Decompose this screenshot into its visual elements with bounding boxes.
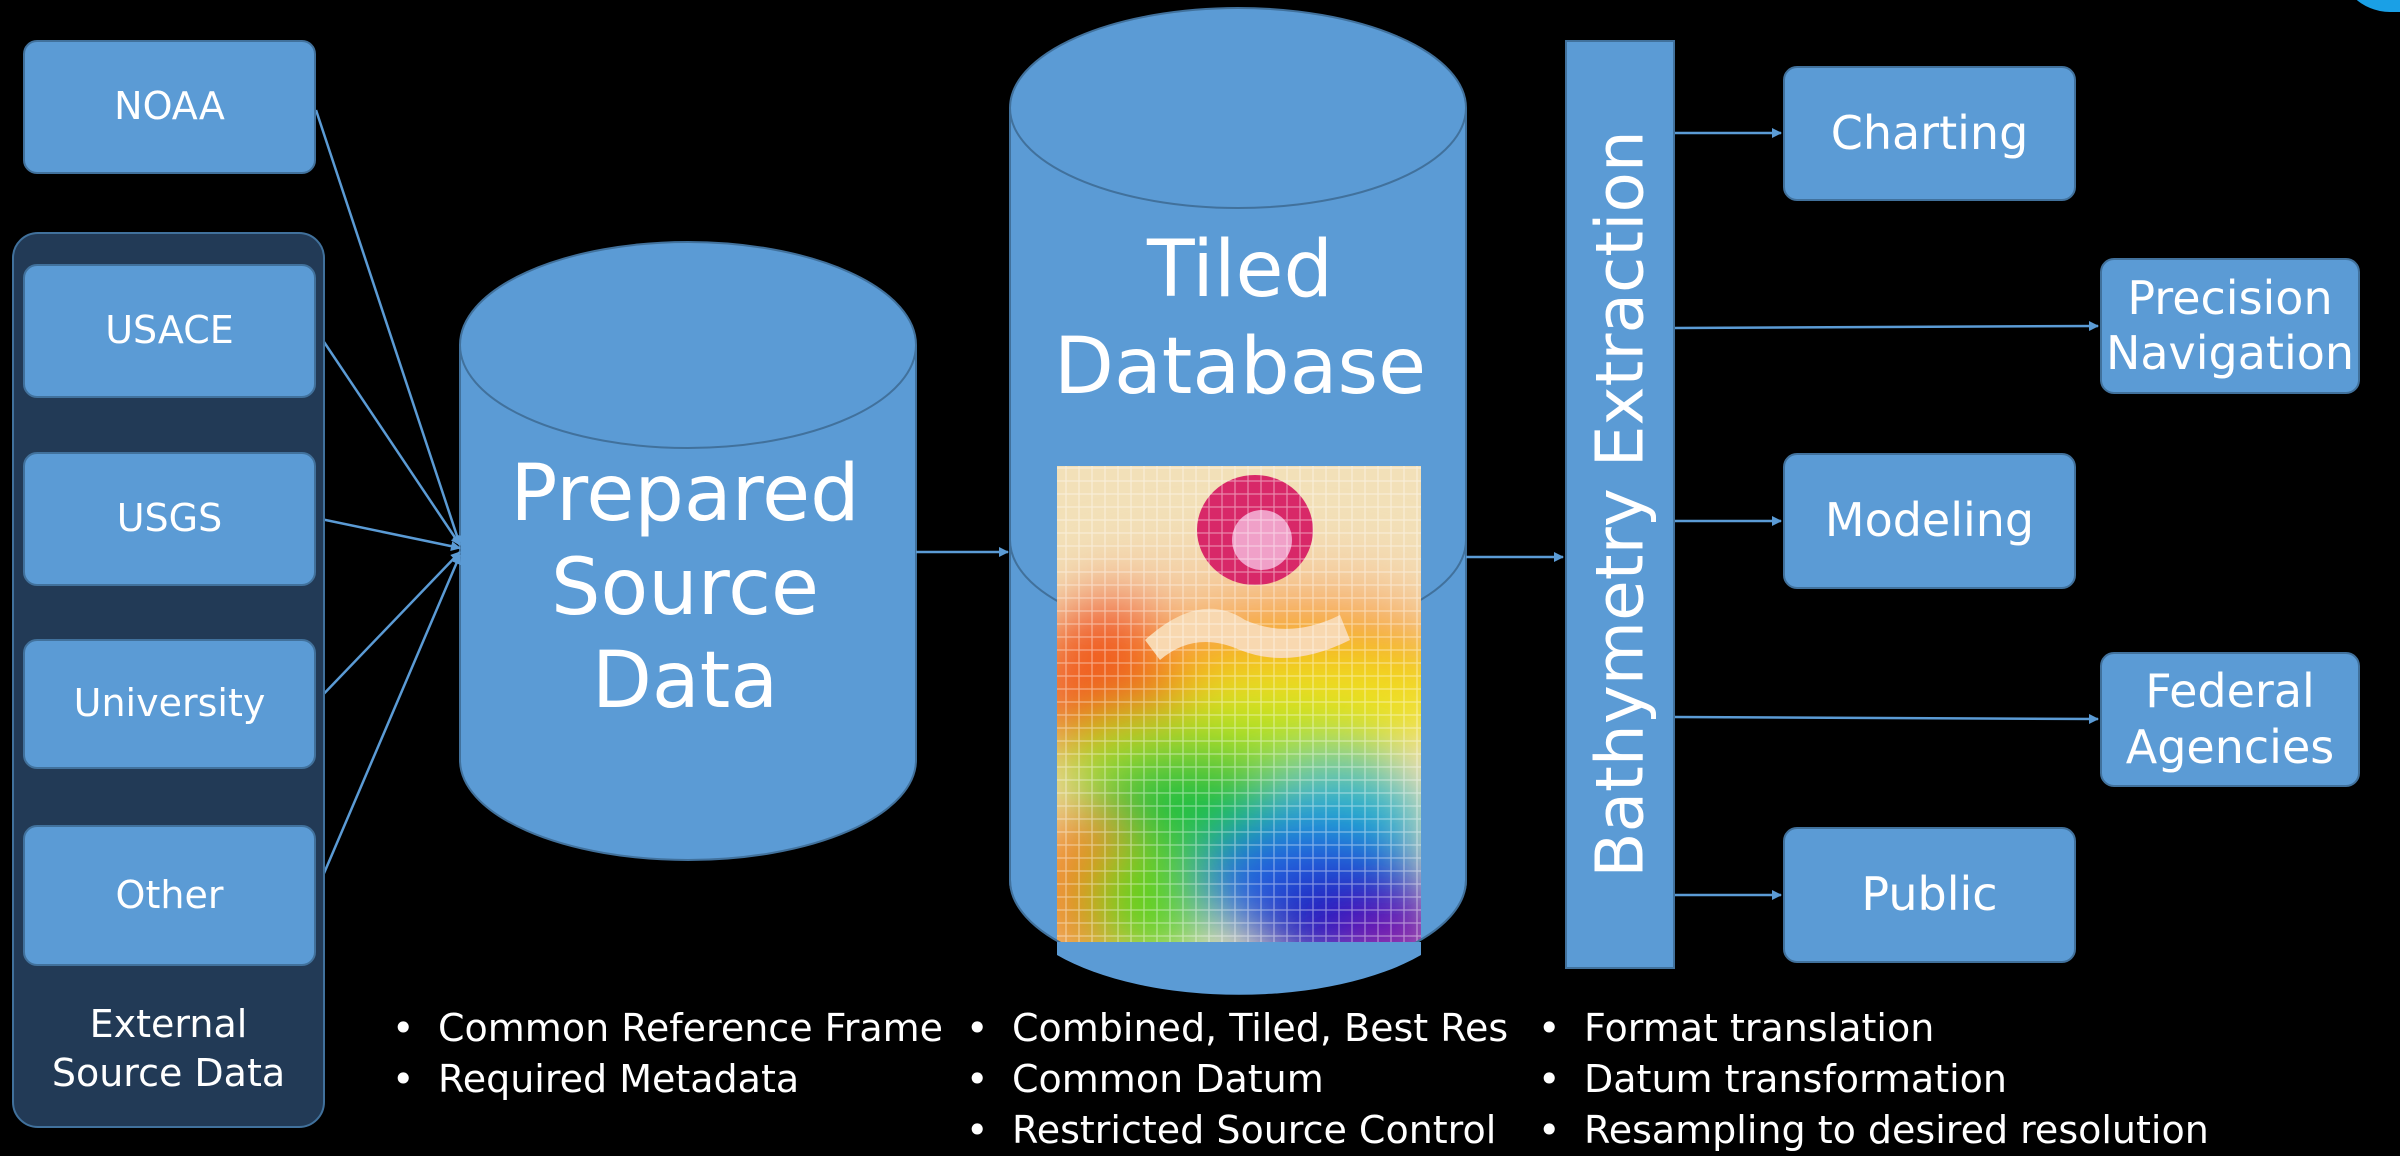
extraction-notes-list: Format translation Datum transformation … xyxy=(1538,1003,2209,1156)
connector-lines xyxy=(314,109,2099,900)
list-item: Restricted Source Control xyxy=(966,1105,1508,1156)
prepared-source-cylinder xyxy=(459,241,917,861)
list-item: Combined, Tiled, Best Res xyxy=(966,1003,1508,1054)
list-item: Required Metadata xyxy=(392,1054,943,1105)
source-other[interactable]: Other xyxy=(23,825,316,966)
list-item: Format translation xyxy=(1538,1003,2209,1054)
bathymetry-extraction-bar[interactable] xyxy=(1565,40,1675,969)
tiled-database-label: Tiled Database xyxy=(1053,225,1427,412)
tiled-notes-list: Combined, Tiled, Best Res Common Datum R… xyxy=(966,1003,1508,1156)
output-federal-agencies[interactable]: Federal Agencies xyxy=(2100,652,2360,787)
prepared-source-label: Prepared Source Data xyxy=(510,449,860,727)
source-usace[interactable]: USACE xyxy=(23,264,316,398)
output-charting[interactable]: Charting xyxy=(1783,66,2076,201)
output-public[interactable]: Public xyxy=(1783,827,2076,963)
source-noaa[interactable]: NOAA xyxy=(23,40,316,174)
list-item: Resampling to desired resolution xyxy=(1538,1105,2209,1156)
source-usgs[interactable]: USGS xyxy=(23,452,316,586)
list-item: Datum transformation xyxy=(1538,1054,2209,1105)
list-item: Common Reference Frame xyxy=(392,1003,943,1054)
tiled-database-cylinder-bottom xyxy=(1009,879,1467,995)
output-precision-navigation[interactable]: Precision Navigation xyxy=(2100,258,2360,394)
bathymetry-extraction-label: Bathymetry Extraction xyxy=(1581,130,1659,878)
source-university[interactable]: University xyxy=(23,639,316,769)
output-modeling[interactable]: Modeling xyxy=(1783,453,2076,589)
bathymetry-raster-image xyxy=(1057,466,1421,942)
list-item: Common Datum xyxy=(966,1054,1508,1105)
prepared-notes-list: Common Reference Frame Required Metadata xyxy=(392,1003,943,1105)
external-source-label: External Source Data xyxy=(51,1002,286,1096)
